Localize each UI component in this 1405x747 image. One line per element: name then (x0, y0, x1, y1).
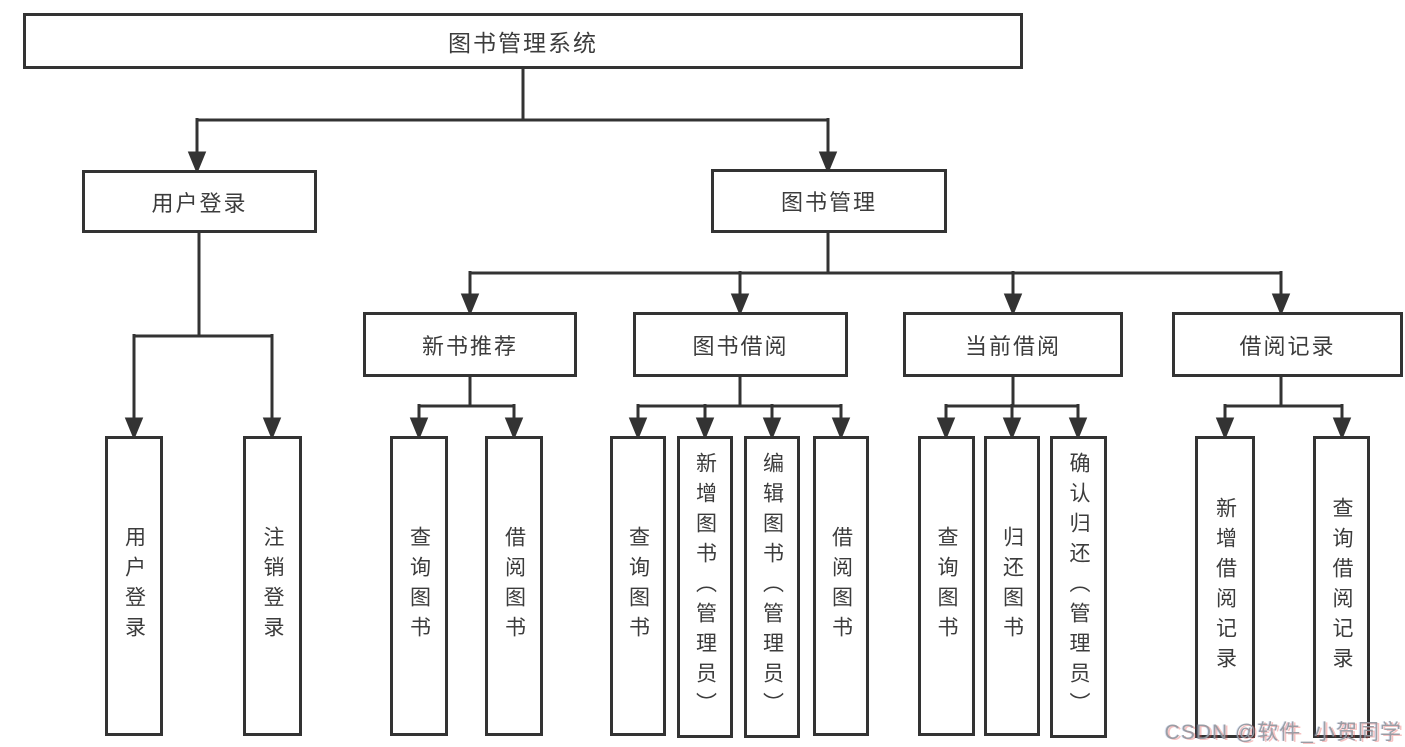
leaf-label: 编辑图书（管理员） (760, 452, 784, 722)
leaf-logout: 注销登录 (243, 436, 302, 736)
leaf-borrow-books-recommend: 借阅图书 (485, 436, 543, 736)
node-book-borrowing: 图书借阅 (633, 312, 848, 377)
arrowhead-icon (187, 151, 207, 174)
leaf-add-borrow-record: 新增借阅记录 (1195, 436, 1255, 738)
arrowhead-icon (818, 151, 838, 174)
node-borrowing-records: 借阅记录 (1172, 312, 1403, 377)
leaf-edit-books-admin: 编辑图书（管理员） (744, 436, 800, 738)
leaf-label: 归还图书 (1000, 526, 1024, 646)
leaf-query-books-recommend: 查询图书 (390, 436, 448, 736)
connector-group-new-book (409, 377, 524, 440)
arrowhead-icon (1003, 293, 1023, 316)
node-label: 新书推荐 (421, 333, 518, 359)
leaf-label: 用户登录 (122, 526, 146, 646)
node-new-book-recommendation: 新书推荐 (363, 312, 577, 377)
leaf-label: 借阅图书 (502, 526, 526, 646)
leaf-label: 确认归还（管理员） (1067, 452, 1090, 722)
leaf-label: 新增图书（管理员） (693, 452, 717, 722)
leaf-label: 查询图书 (935, 526, 958, 646)
leaf-query-books-current: 查询图书 (918, 436, 975, 736)
leaf-label: 查询图书 (626, 526, 650, 646)
leaf-label: 新增借阅记录 (1213, 497, 1237, 677)
node-book-management: 图书管理 (711, 169, 947, 233)
arrowhead-icon (460, 293, 480, 316)
arrowhead-icon (1068, 417, 1088, 440)
arrowhead-icon (628, 417, 648, 440)
leaf-label: 查询借阅记录 (1330, 497, 1353, 677)
node-label: 图书借阅 (692, 333, 789, 359)
arrowhead-icon (936, 417, 956, 440)
node-current-borrowing: 当前借阅 (903, 312, 1123, 377)
connector-group-book-borrowing (628, 377, 851, 440)
node-label: 当前借阅 (964, 333, 1061, 359)
leaf-query-books-borrowing: 查询图书 (610, 436, 666, 736)
node-label: 用户登录 (151, 190, 248, 216)
arrowhead-icon (1215, 417, 1235, 440)
leaf-confirm-return-admin: 确认归还（管理员） (1050, 436, 1107, 738)
arrowhead-icon (1002, 417, 1022, 440)
arrowhead-icon (409, 417, 429, 440)
leaf-user-login: 用户登录 (105, 436, 163, 736)
leaf-query-borrow-record: 查询借阅记录 (1313, 436, 1370, 738)
connector-group-user-login (124, 233, 282, 440)
arrowhead-icon (504, 417, 524, 440)
node-label: 图书管理 (780, 190, 877, 215)
node-library-management-system: 图书管理系统 (23, 13, 1023, 69)
node-user-login: 用户登录 (82, 170, 317, 233)
leaf-label: 查询图书 (407, 526, 431, 646)
arrowhead-icon (831, 417, 851, 440)
node-label: 借阅记录 (1239, 333, 1336, 359)
arrowhead-icon (695, 417, 715, 440)
arrowhead-icon (762, 417, 782, 440)
leaf-add-books-admin: 新增图书（管理员） (677, 436, 733, 738)
connector-group-borrowing-records (1215, 377, 1352, 440)
leaf-return-books: 归还图书 (984, 436, 1040, 736)
leaf-label: 注销登录 (261, 526, 284, 646)
connector-group-current-borrowing (936, 377, 1088, 440)
arrowhead-icon (1271, 293, 1291, 316)
connector-group-root (187, 68, 838, 174)
arrowhead-icon (730, 293, 750, 316)
leaf-label: 借阅图书 (829, 526, 853, 646)
arrowhead-icon (1332, 417, 1352, 440)
connector-group-book-management (460, 233, 1291, 316)
arrowhead-icon (124, 417, 144, 440)
node-label: 图书管理系统 (448, 30, 598, 56)
leaf-borrow-books-borrowing: 借阅图书 (813, 436, 869, 736)
arrowhead-icon (262, 417, 282, 440)
